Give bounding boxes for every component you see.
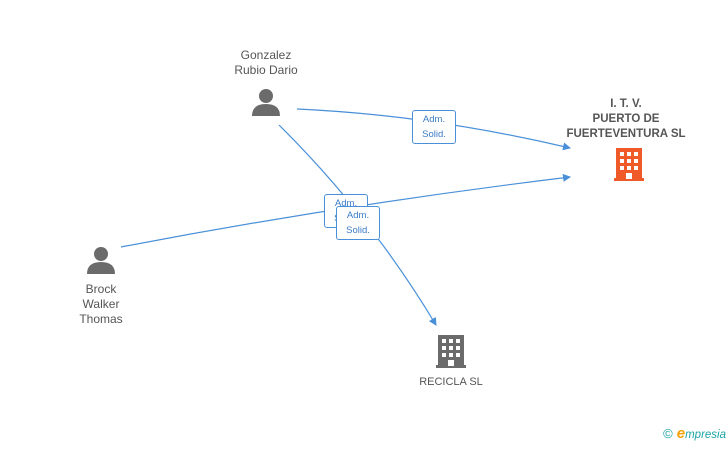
node-label-recicla[interactable]: RECICLA SL	[419, 376, 483, 388]
node-label-brock[interactable]: Brock Walker Thomas	[79, 282, 123, 326]
copyright-icon: ©	[663, 426, 673, 441]
building-icon[interactable]	[614, 148, 644, 181]
brand-logo: empresia	[676, 425, 726, 442]
building-icon[interactable]	[436, 335, 466, 368]
person-icon[interactable]	[87, 247, 115, 274]
edge-label-gonzalez-itv: Adm. Solid.	[412, 110, 456, 144]
copyright-footer: © empresia	[663, 425, 726, 442]
node-label-itv[interactable]: I. T. V. PUERTO DE FUERTEVENTURA SL	[566, 98, 686, 140]
node-label-gonzalez[interactable]: Gonzalez Rubio Dario	[234, 48, 298, 77]
person-icon[interactable]	[252, 89, 280, 116]
edge-label-gonzalez-recicla: Adm. Solid.	[336, 206, 380, 240]
